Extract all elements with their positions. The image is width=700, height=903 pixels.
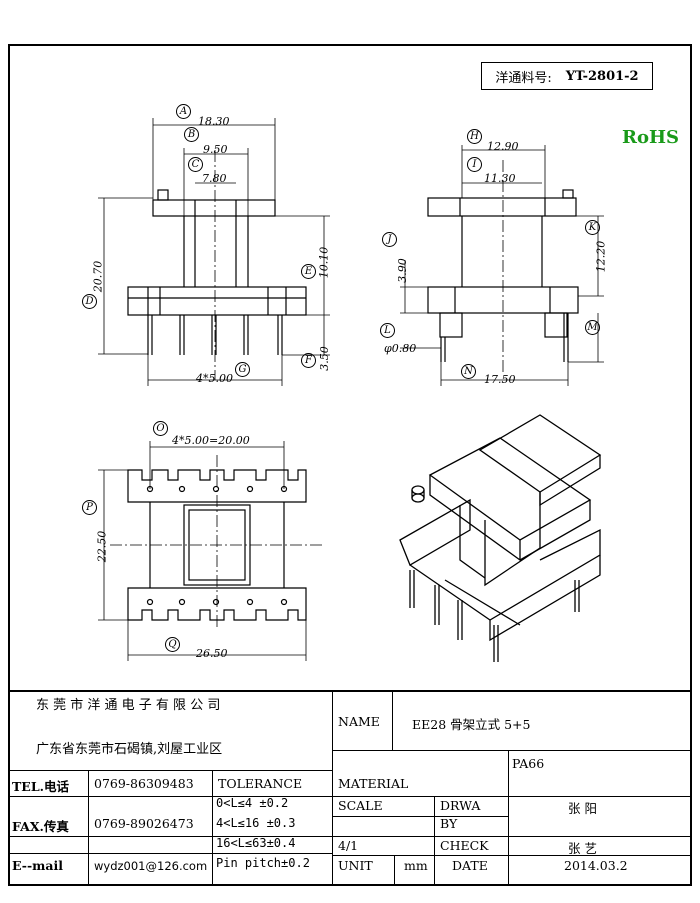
drawn-by-label-2: BY (440, 816, 458, 831)
callout-n: N (461, 364, 476, 379)
callout-i: I (467, 157, 482, 172)
callout-l: L (380, 323, 395, 338)
callout-h: H (467, 129, 482, 144)
dim-b-value: 9.50 (203, 143, 228, 156)
callout-j: J (382, 232, 397, 247)
isometric-view (399, 414, 602, 662)
tolerance-row-1: 0<L≤4 ±0.2 (216, 796, 289, 810)
date-label: DATE (452, 858, 488, 873)
rohs-mark: RoHS (622, 127, 679, 148)
unit-value: mm (404, 858, 428, 873)
tolerance-row-4: Pin pitch±0.2 (216, 856, 310, 870)
name-value: EE28 骨架立式 5+5 (412, 717, 531, 732)
unit-label: UNIT (338, 858, 373, 873)
date-value: 2014.03.2 (564, 858, 628, 873)
dim-c-value: 7.80 (202, 172, 227, 185)
top-view (98, 441, 325, 661)
dim-h-value: 12.90 (487, 140, 519, 153)
dim-o-value: 4*5.00=20.00 (172, 434, 250, 447)
title-block: 东 莞 市 洋 通 电 子 有 限 公 司 广东省东莞市石碣镇,刘屋工业区 NA… (8, 690, 692, 886)
callout-g: G (235, 362, 250, 377)
fax-label: FAX.传真 (12, 819, 69, 834)
dim-p-value: 22.50 (95, 530, 109, 563)
callout-e: E (301, 264, 316, 279)
drawn-by-label-1: DRWA (440, 798, 481, 813)
dim-i-value: 11.30 (484, 172, 516, 185)
technical-drawing (98, 118, 604, 662)
dim-q-value: 26.50 (196, 647, 228, 660)
callout-d: D (82, 294, 97, 309)
company-name: 东 莞 市 洋 通 电 子 有 限 公 司 (36, 698, 221, 713)
dim-e-value: 10.10 (317, 246, 331, 279)
material-label: MATERIAL (338, 776, 409, 791)
tolerance-row-3: 16<L≤63±0.4 (216, 836, 296, 850)
name-label: NAME (338, 714, 380, 729)
dim-l-value: φ0.80 (384, 342, 417, 355)
dim-g-value: 4*5.00 (196, 372, 233, 385)
callout-c: C (188, 157, 203, 172)
callout-o: O (153, 421, 168, 436)
dim-a-value: 18.30 (198, 115, 230, 128)
tolerance-label: TOLERANCE (218, 776, 303, 791)
company-address: 广东省东莞市石碣镇,刘屋工业区 (36, 742, 223, 757)
tel-value: 0769-86309483 (94, 776, 194, 791)
tel-label: TEL.电话 (12, 779, 69, 794)
callout-m: M (585, 320, 600, 335)
dim-d-value: 20.70 (91, 260, 105, 293)
callout-k: K (585, 220, 600, 235)
email-value: wydz001@126.com (94, 859, 208, 873)
dim-f-value: 3.50 (317, 346, 331, 371)
front-view (98, 118, 330, 386)
material-value: PA66 (512, 756, 545, 771)
drawn-by-value: 张 阳 (568, 801, 597, 816)
dim-k-value: 12.20 (594, 240, 608, 273)
callout-f: F (301, 353, 316, 368)
tolerance-row-2: 4<L≤16 ±0.3 (216, 816, 296, 830)
check-label: CHECK (440, 838, 489, 853)
fax-value: 0769-89026473 (94, 816, 194, 831)
part-number: YT-2801-2 (565, 68, 639, 84)
check-value: 张 艺 (568, 841, 597, 856)
part-number-label: 洋通料号: (495, 70, 552, 86)
callout-b: B (184, 127, 199, 142)
side-view (400, 145, 604, 386)
callout-a: A (176, 104, 191, 119)
scale-label: SCALE (338, 798, 383, 813)
drawing-frame (8, 44, 692, 886)
callout-p: P (82, 500, 97, 515)
scale-value: 4/1 (338, 838, 359, 853)
part-number-box: 洋通料号: YT-2801-2 (481, 62, 653, 90)
dim-j-value: 3.90 (395, 258, 409, 283)
callout-q: Q (165, 637, 180, 652)
dim-n-value: 17.50 (484, 373, 516, 386)
email-label: E--mail (12, 858, 63, 873)
